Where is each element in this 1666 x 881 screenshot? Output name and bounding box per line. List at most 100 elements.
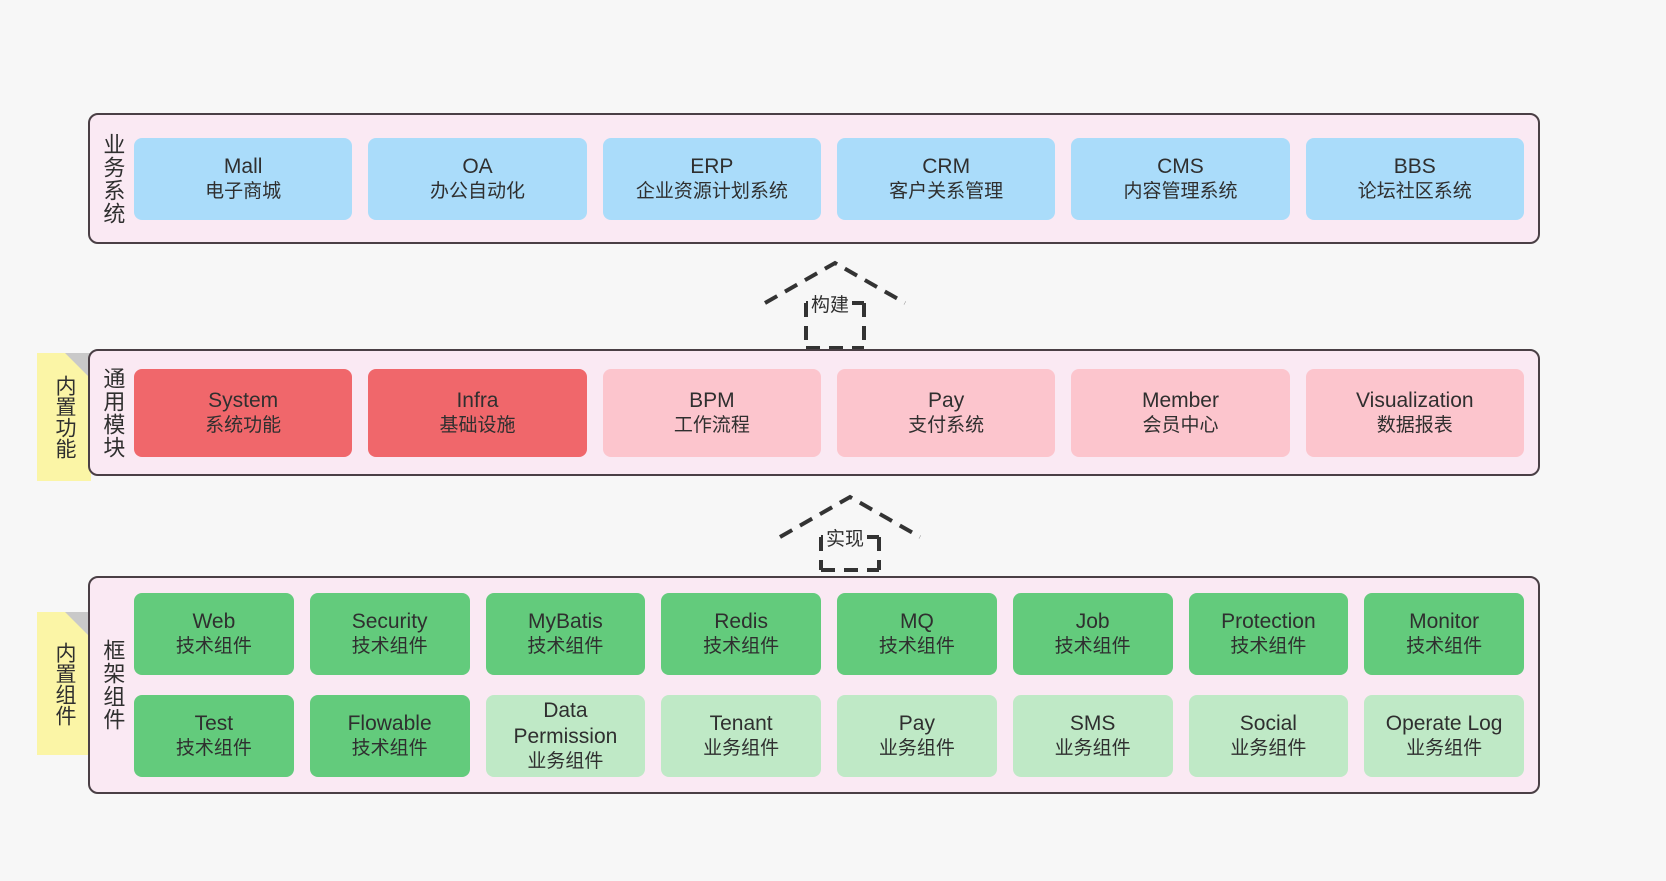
- framework-card-protection-desc: 技术组件: [1230, 636, 1307, 658]
- business-card-erp-name: ERP: [690, 154, 734, 178]
- framework-card-pay[interactable]: Pay 业务组件: [837, 695, 997, 777]
- framework-card-monitor-desc: 技术组件: [1406, 636, 1483, 658]
- business-card-mall[interactable]: Mall 电子商城: [134, 137, 353, 220]
- framework-card-sms-name: SMS: [1069, 712, 1116, 735]
- module-card-infra-name: Infra: [456, 388, 499, 412]
- framework-card-mq[interactable]: MQ 技术组件: [837, 593, 997, 675]
- business-card-oa-desc: 办公自动化: [429, 180, 525, 202]
- framework-card-flowable[interactable]: Flowable 技术组件: [309, 695, 470, 777]
- framework-card-redis[interactable]: Redis 技术组件: [661, 593, 821, 675]
- business-card-erp-desc: 企业资源计划系统: [635, 180, 788, 202]
- framework-card-mybatis-name: MyBatis: [528, 610, 603, 633]
- layer-framework-components: 框架组件 Web 技术组件 Security 技术组件 MyBatis 技术组件…: [88, 576, 1540, 794]
- business-card-mall-name: Mall: [223, 154, 263, 178]
- layer-common-modules-label: 通用模块: [100, 366, 126, 459]
- framework-card-flowable-name: Flowable: [347, 712, 432, 735]
- business-card-crm[interactable]: CRM 客户关系管理: [836, 137, 1056, 220]
- framework-card-job-desc: 技术组件: [1054, 636, 1131, 658]
- framework-card-job-name: Job: [1075, 610, 1110, 633]
- business-card-crm-name: CRM: [922, 154, 971, 178]
- framework-card-data-permission-name: Data Permission: [513, 698, 618, 749]
- framework-card-sms[interactable]: SMS 业务组件: [1012, 695, 1173, 777]
- business-card-bbs-name: BBS: [1393, 154, 1436, 178]
- framework-card-web-name: Web: [192, 610, 236, 633]
- business-card-cms-desc: 内容管理系统: [1123, 180, 1238, 202]
- framework-card-tenant[interactable]: Tenant 业务组件: [661, 695, 821, 777]
- business-card-oa[interactable]: OA 办公自动化: [368, 137, 587, 220]
- framework-card-test-name: Test: [194, 712, 234, 735]
- module-card-member[interactable]: Member 会员中心: [1071, 368, 1290, 457]
- module-card-visualization[interactable]: Visualization 数据报表: [1305, 368, 1524, 457]
- framework-card-tenant-desc: 业务组件: [703, 738, 780, 760]
- framework-card-data-permission-desc: 业务组件: [527, 751, 604, 773]
- business-card-bbs-desc: 论坛社区系统: [1357, 180, 1472, 202]
- module-card-member-desc: 会员中心: [1142, 414, 1219, 436]
- module-card-bpm-name: BPM: [689, 388, 735, 412]
- module-card-pay-desc: 支付系统: [908, 414, 985, 436]
- framework-card-pay-name: Pay: [898, 712, 935, 735]
- connector-build-label: 构建: [808, 290, 853, 317]
- module-card-system[interactable]: System 系统功能: [134, 368, 353, 457]
- framework-card-flowable-desc: 技术组件: [351, 738, 428, 760]
- module-card-visualization-desc: 数据报表: [1376, 414, 1453, 436]
- framework-card-operate-log-name: Operate Log: [1385, 712, 1503, 735]
- framework-card-data-permission[interactable]: Data Permission 业务组件: [485, 695, 646, 777]
- module-card-bpm[interactable]: BPM 工作流程: [602, 368, 821, 457]
- framework-card-security[interactable]: Security 技术组件: [309, 593, 470, 675]
- framework-card-monitor[interactable]: Monitor 技术组件: [1364, 593, 1524, 675]
- framework-card-monitor-name: Monitor: [1409, 610, 1480, 633]
- connector-implement: 实现: [775, 492, 925, 572]
- connector-build: 构建: [760, 258, 910, 350]
- framework-card-tenant-name: Tenant: [709, 712, 773, 735]
- framework-card-mq-name: MQ: [899, 610, 934, 633]
- module-card-member-name: Member: [1141, 388, 1219, 412]
- framework-card-operate-log-desc: 业务组件: [1406, 738, 1483, 760]
- business-card-mall-desc: 电子商城: [205, 180, 282, 202]
- layer-business-system-body: Mall 电子商城 OA 办公自动化 ERP 企业资源计划系统 CRM 客户关系…: [134, 115, 1538, 242]
- framework-card-web-desc: 技术组件: [175, 636, 252, 658]
- framework-card-operate-log[interactable]: Operate Log 业务组件: [1364, 695, 1524, 777]
- sticky-note-builtin-components-label: 内置组件: [52, 641, 76, 726]
- business-card-oa-name: OA: [462, 154, 493, 178]
- sticky-fold-icon: [65, 353, 91, 379]
- framework-card-grid: Web 技术组件 Security 技术组件 MyBatis 技术组件 Redi…: [134, 593, 1524, 777]
- framework-card-social[interactable]: Social 业务组件: [1188, 695, 1349, 777]
- sticky-note-builtin-components: 内置组件: [37, 612, 91, 755]
- sticky-note-builtin-features: 内置功能: [37, 353, 91, 481]
- sticky-note-builtin-features-label: 内置功能: [52, 375, 76, 459]
- module-card-bpm-desc: 工作流程: [673, 414, 750, 436]
- business-card-crm-desc: 客户关系管理: [889, 180, 1004, 202]
- framework-card-social-name: Social: [1239, 712, 1297, 735]
- framework-card-web[interactable]: Web 技术组件: [134, 593, 294, 675]
- framework-card-protection-name: Protection: [1221, 610, 1316, 633]
- connector-implement-arrow: [779, 494, 921, 572]
- layer-framework-components-label: 框架组件: [100, 639, 126, 731]
- framework-card-job[interactable]: Job 技术组件: [1012, 593, 1173, 675]
- module-card-pay[interactable]: Pay 支付系统: [836, 368, 1056, 457]
- business-card-cms[interactable]: CMS 内容管理系统: [1071, 137, 1290, 220]
- framework-card-security-name: Security: [351, 610, 428, 633]
- framework-card-protection[interactable]: Protection 技术组件: [1188, 593, 1349, 675]
- framework-card-test-desc: 技术组件: [175, 738, 252, 760]
- business-card-row: Mall 电子商城 OA 办公自动化 ERP 企业资源计划系统 CRM 客户关系…: [134, 137, 1524, 220]
- module-card-infra-desc: 基础设施: [439, 414, 516, 436]
- layer-common-modules: 通用模块 System 系统功能 Infra 基础设施 BPM 工作流程 Pay…: [88, 349, 1540, 476]
- framework-card-test[interactable]: Test 技术组件: [134, 695, 294, 777]
- framework-card-row-tech: Web 技术组件 Security 技术组件 MyBatis 技术组件 Redi…: [134, 593, 1524, 675]
- framework-card-redis-name: Redis: [714, 610, 768, 633]
- module-card-row: System 系统功能 Infra 基础设施 BPM 工作流程 Pay 支付系统…: [134, 368, 1524, 457]
- business-card-erp[interactable]: ERP 企业资源计划系统: [602, 137, 821, 220]
- framework-card-mybatis-desc: 技术组件: [527, 636, 604, 658]
- layer-business-system-label: 业务系统: [100, 132, 126, 225]
- sticky-fold-icon: [65, 612, 91, 638]
- framework-card-security-desc: 技术组件: [351, 636, 428, 658]
- framework-card-row-business: Test 技术组件 Flowable 技术组件 Data Permission …: [134, 695, 1524, 777]
- module-card-infra[interactable]: Infra 基础设施: [368, 368, 587, 457]
- module-card-system-name: System: [208, 388, 279, 412]
- framework-card-mq-desc: 技术组件: [878, 636, 955, 658]
- module-card-visualization-name: Visualization: [1356, 388, 1474, 412]
- framework-card-sms-desc: 业务组件: [1054, 738, 1131, 760]
- business-card-bbs[interactable]: BBS 论坛社区系统: [1305, 137, 1524, 220]
- framework-card-mybatis[interactable]: MyBatis 技术组件: [485, 593, 646, 675]
- framework-card-redis-desc: 技术组件: [703, 636, 780, 658]
